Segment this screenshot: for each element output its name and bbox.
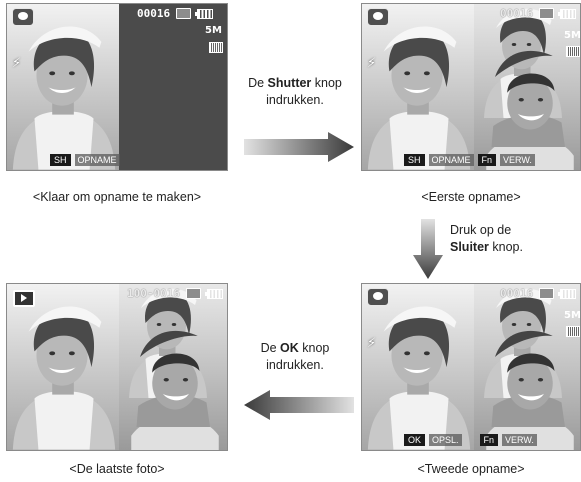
image-size: 5M (564, 310, 581, 321)
quality-icon (566, 326, 580, 337)
left-photo-half (362, 284, 474, 450)
arrow-left (244, 390, 354, 420)
shutter-key: SH (404, 154, 425, 166)
arrow-right (244, 132, 354, 162)
left-photo-half (7, 284, 119, 450)
fn-key-label: VERW. (502, 434, 537, 446)
battery-icon (558, 8, 577, 19)
memory-card-icon (539, 8, 555, 19)
image-size: 5M (205, 25, 222, 36)
woman-photo (367, 26, 471, 170)
file-number: 100-0016 (127, 287, 180, 300)
right-photo-half (474, 4, 580, 170)
caption-ready: <Klaar om opname te maken> (32, 190, 202, 204)
couple-photo (129, 288, 219, 450)
flash-icon: ⚡ (367, 336, 377, 351)
ok-key: OK (404, 434, 426, 446)
instruction-shutter: De Shutter knop indrukken. (248, 76, 342, 107)
softkey-bar: OK OPSL. Fn VERW. (404, 434, 537, 446)
left-photo-half (7, 4, 119, 170)
instruction-shutter-2: Druk op de Sluiter knop. (450, 223, 523, 254)
instruction-ok: De OK knop indrukken. (260, 341, 330, 372)
empty-right-panel (119, 4, 227, 170)
caption-last-photo: <De laatste foto> (69, 462, 165, 476)
right-photo-half (474, 284, 580, 450)
couple-photo (484, 8, 574, 170)
image-size: 5M (564, 30, 581, 41)
arrow-down (413, 219, 443, 279)
camera-mode-icon (367, 8, 389, 26)
right-photo-half (119, 284, 227, 450)
memory-card-icon (176, 8, 192, 19)
softkey-bar: SH OPNAME (50, 154, 120, 166)
screen-ready: ⚡ 00016 5M SH OPNAME (6, 3, 228, 171)
battery-icon (558, 288, 577, 299)
woman-photo (12, 26, 116, 170)
fn-key-label: VERW. (500, 154, 535, 166)
playback-icon (13, 290, 35, 307)
memory-card-icon (539, 288, 555, 299)
shutter-key: SH (50, 154, 71, 166)
memory-card-icon (185, 288, 201, 299)
quality-icon (209, 42, 223, 53)
status-bar: 100-0016 (127, 287, 223, 300)
flash-icon: ⚡ (12, 56, 22, 71)
woman-photo (367, 306, 471, 450)
shutter-key-label: OPNAME (74, 154, 120, 166)
frame-counter: 00016 (500, 287, 534, 300)
softkey-bar: SH OPNAME Fn VERW. (404, 154, 535, 166)
shutter-key-label: OPNAME (428, 154, 474, 166)
ok-key-label: OPSL. (429, 434, 462, 446)
frame-counter: 00016 (137, 7, 171, 20)
frame-counter: 00016 (500, 7, 534, 20)
caption-second-shot: <Tweede opname> (417, 462, 525, 476)
woman-photo (12, 306, 116, 450)
status-bar: 00016 (500, 287, 577, 300)
fn-key: Fn (477, 154, 497, 166)
camera-mode-icon (12, 8, 34, 26)
camera-mode-icon (367, 288, 389, 306)
flash-icon: ⚡ (367, 56, 377, 71)
status-bar: 00016 (500, 7, 577, 20)
screen-second-shot: ⚡ 00016 5M OK OPSL. Fn VERW. (361, 283, 581, 451)
screen-last-photo: 100-0016 (6, 283, 228, 451)
quality-icon (566, 46, 580, 57)
status-bar: 00016 (137, 7, 214, 20)
screen-first-shot: ⚡ 00016 5M SH OPNAME Fn VERW. (361, 3, 581, 171)
battery-icon (204, 288, 223, 299)
left-photo-half (362, 4, 474, 170)
battery-icon (195, 8, 214, 19)
caption-first-shot: <Eerste opname> (421, 190, 521, 204)
couple-photo (484, 288, 574, 450)
fn-key: Fn (479, 434, 499, 446)
